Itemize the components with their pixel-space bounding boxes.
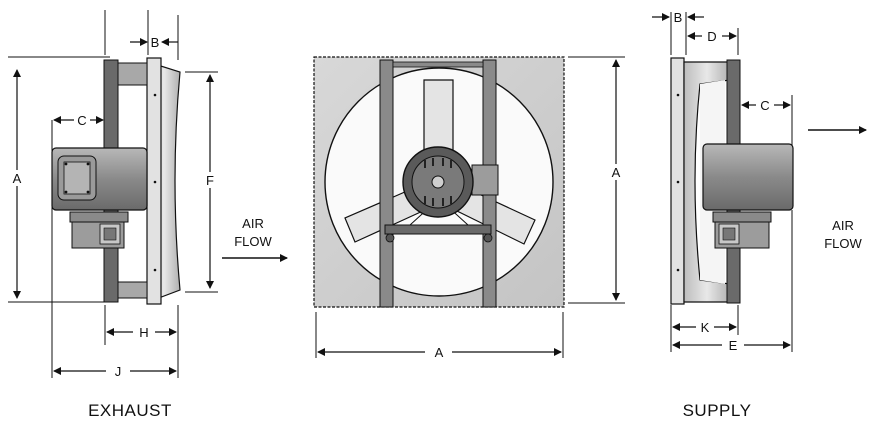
supply-dim-k: K	[701, 320, 710, 335]
front-dim-a-horizontal: A	[435, 345, 444, 360]
front-view: A A	[313, 56, 625, 360]
exhaust-airflow-label-2: FLOW	[234, 234, 272, 249]
supply-caption: SUPPLY	[683, 401, 752, 420]
supply-dim-d: D	[707, 29, 716, 44]
exhaust-dim-c: C	[77, 113, 86, 128]
supply-airflow-label-2: FLOW	[824, 236, 862, 251]
exhaust-dim-f: F	[206, 173, 214, 188]
exhaust-view: A B C F H J AIR FLOW EXHAUST	[8, 10, 288, 420]
exhaust-caption: EXHAUST	[88, 401, 172, 420]
exhaust-airflow-label-1: AIR	[242, 216, 264, 231]
exhaust-dim-j: J	[115, 364, 122, 379]
supply-dim-e: E	[729, 338, 738, 353]
supply-dim-c: C	[760, 98, 769, 113]
exhaust-dim-h: H	[139, 325, 148, 340]
motor-icon	[402, 146, 499, 218]
exhaust-dim-b: B	[151, 35, 160, 50]
supply-airflow-label-1: AIR	[832, 218, 854, 233]
front-dim-a-vertical: A	[612, 165, 621, 180]
exhaust-dim-a: A	[13, 171, 22, 186]
supply-dim-b: B	[674, 10, 683, 25]
